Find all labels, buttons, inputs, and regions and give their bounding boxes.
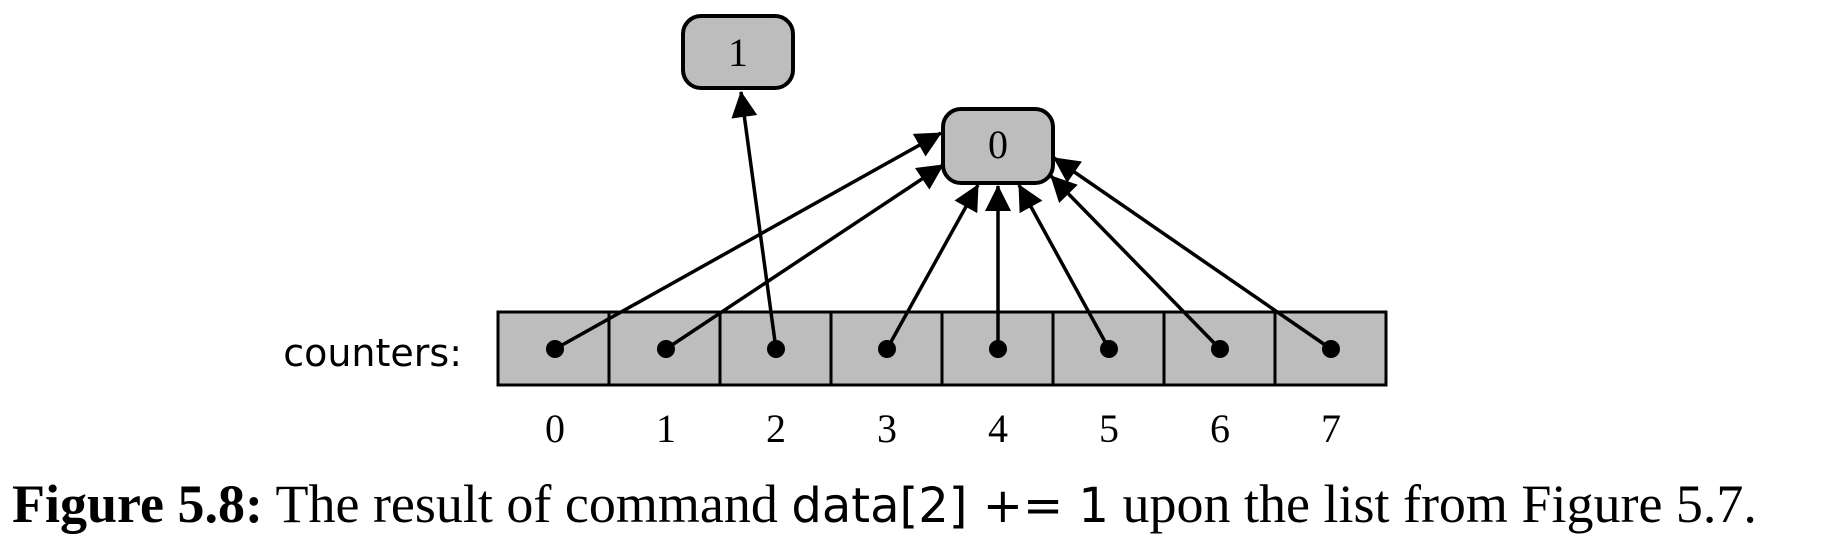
cell-index-6: 6 xyxy=(1210,406,1230,451)
value-node-one-text: 1 xyxy=(728,30,748,75)
reference-dot-6 xyxy=(1211,340,1229,358)
value-node-zero-text: 0 xyxy=(988,122,1008,167)
cell-index-0: 0 xyxy=(545,406,565,451)
reference-dot-7 xyxy=(1322,340,1340,358)
arrow-cell-3-to-zero xyxy=(885,184,980,350)
reference-dots xyxy=(546,340,1340,358)
figure-caption-text-after: upon the list from Figure 5.7. xyxy=(1122,474,1757,534)
arrow-cell-0-to-zero xyxy=(554,131,942,351)
reference-dot-2 xyxy=(767,340,785,358)
reference-arrows xyxy=(554,90,1332,351)
list-cell-0 xyxy=(496,310,611,387)
reference-dot-5 xyxy=(1100,340,1118,358)
arrow-cell-7-to-zero xyxy=(1053,156,1332,351)
value-node-zero: 0 xyxy=(941,107,1055,185)
cell-index-2: 2 xyxy=(766,406,786,451)
reference-dot-0 xyxy=(546,340,564,358)
reference-dot-1 xyxy=(657,340,675,358)
arrow-cell-2-to-one xyxy=(731,90,778,350)
list-cells xyxy=(496,310,1388,387)
figure-caption-code: data[2] += 1 xyxy=(791,478,1109,534)
figure-caption-label: Figure 5.8: xyxy=(12,474,263,534)
cell-index-3: 3 xyxy=(877,406,897,451)
arrow-cell-1-to-zero xyxy=(665,163,944,351)
list-label: counters: xyxy=(283,331,462,375)
reference-dot-3 xyxy=(878,340,896,358)
reference-dot-4 xyxy=(989,340,1007,358)
cell-index-1: 1 xyxy=(656,406,676,451)
arrow-cell-6-to-zero xyxy=(1049,174,1222,351)
list-reference-diagram: 1 0 counters: 0 xyxy=(283,14,1388,451)
figure-caption-text-before: The result of command xyxy=(275,474,778,534)
cell-index-5: 5 xyxy=(1099,406,1119,451)
figure-caption: Figure 5.8: The result of command data[2… xyxy=(12,472,1848,537)
arrow-cell-5-to-zero xyxy=(1017,184,1111,350)
cell-index-4: 4 xyxy=(988,406,1008,451)
value-node-one: 1 xyxy=(681,14,795,90)
cell-index-7: 7 xyxy=(1321,406,1341,451)
cell-indices: 0 1 2 3 4 5 6 7 xyxy=(545,406,1341,451)
